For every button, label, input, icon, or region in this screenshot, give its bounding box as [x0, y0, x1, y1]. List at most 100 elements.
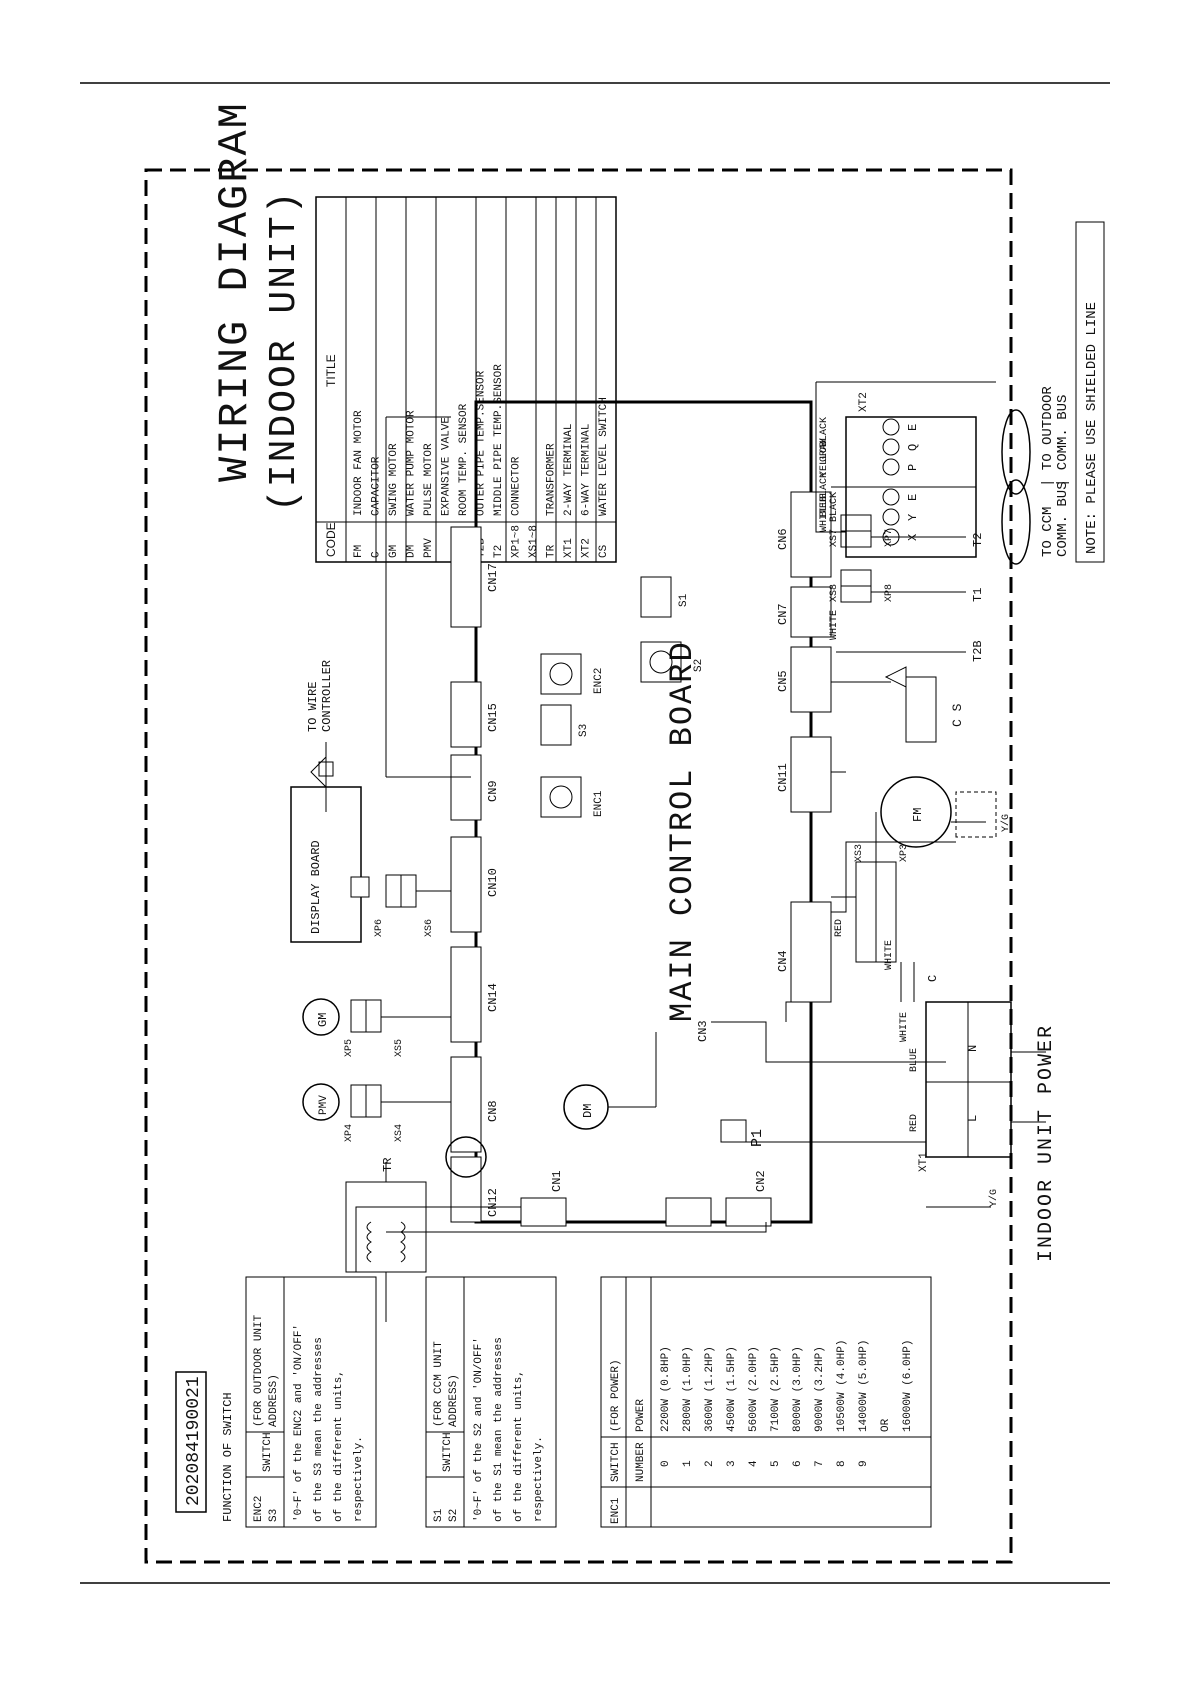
xt2-screw-3 [882, 458, 900, 476]
table2-switch: SWITCH [442, 1432, 454, 1472]
enc1-number-9: 9 [858, 1460, 870, 1467]
table2-desc-3: respectively. [533, 1436, 545, 1522]
table1-desc-2: of the different units, [333, 1370, 345, 1522]
table3-purpose: (FOR POWER) [610, 1359, 622, 1432]
s2-label: S2 [693, 659, 705, 672]
enc1-power-10: OR [880, 1418, 892, 1432]
t2-label: T2 [971, 533, 985, 547]
legend-title-6: ROOM TEMP. SENSOR [458, 403, 470, 516]
enc1-number-7: 7 [814, 1460, 826, 1467]
cn10-label: CN10 [486, 868, 500, 897]
enc1-number-8: 8 [836, 1460, 848, 1467]
fan-motor-group: FM XS3 XP3 RED WHITE Y/G [831, 776, 1012, 970]
enc1-power-7: 9000W (3.2HP) [814, 1346, 826, 1432]
enc1-power-8: 10500W (4.0HP) [836, 1340, 848, 1432]
fm-label: FM [911, 808, 925, 822]
table1-purpose-2: ADDRESS) [268, 1374, 280, 1427]
table1-desc-1: of the S3 mean the addresses [313, 1337, 325, 1522]
legend-title-9: CONNECTOR [511, 456, 523, 516]
cn2-label: CN2 [754, 1170, 768, 1192]
to-outdoor-label: | TO OUTDOOR [1040, 386, 1056, 487]
xs4-label: XS4 [394, 1124, 405, 1142]
yg-fm-label: Y/G [1000, 814, 1012, 832]
white-sensor-wire: WHITE [829, 610, 840, 640]
enc1-number-3: 3 [726, 1460, 738, 1467]
water-level-switch: C S [831, 666, 965, 743]
legend-title-7: OUTER PIPE TEMP.SENSOR [476, 370, 488, 516]
legend-title-8: MIDDLE PIPE TEMP.SENSOR [493, 364, 505, 516]
black-bus-wire: BLACK [819, 472, 830, 502]
diagram-subtitle: (INDOOR UNIT) [263, 190, 306, 512]
rotated-drawing: WIRING DIAGRAM (INDOOR UNIT) CODE TITLE … [175, 101, 1105, 1528]
xp3-label: XP3 [899, 844, 910, 862]
legend-code-1: C [371, 551, 383, 558]
xs6-label: XS6 [424, 919, 435, 937]
xs3-label: XS3 [854, 844, 865, 862]
xt2-terminal-2: E [906, 494, 920, 501]
table2-desc-0: '0~F' of the S2 and 'ON/OFF' [473, 1337, 485, 1522]
main-control-board [474, 400, 813, 1224]
table2-purpose-2: ADDRESS) [448, 1374, 460, 1427]
cs-label: C S [950, 703, 965, 727]
yg-power-label: Y/G [988, 1189, 1000, 1207]
blue-power-wire: BLUE [909, 1048, 920, 1072]
table1-purpose-1: (FOR OUTDOOR UNIT [253, 1314, 265, 1427]
display-board-label: DISPLAY BOARD [309, 840, 323, 934]
diagram-title: WIRING DIAGRAM [211, 101, 259, 482]
enc1-power-4: 5600W (2.0HP) [748, 1346, 760, 1432]
t2b-label: T2B [971, 640, 985, 662]
drawing-number-box [175, 1371, 207, 1513]
cn12-label: CN12 [486, 1188, 500, 1217]
enc1-label: ENC1 [593, 790, 605, 817]
table3-col-number: NUMBER [635, 1442, 647, 1482]
gray-bus-wire: GRAY [819, 438, 830, 462]
enc1-number-5: 5 [770, 1460, 782, 1467]
enc1-power-1: 2800W (1.0HP) [682, 1346, 694, 1432]
blue-bus-wire: BLUE [819, 493, 830, 517]
legend-code-9: XP1~8 [511, 525, 523, 558]
legend-title-1: CAPACITOR [371, 456, 383, 516]
xt2-screw-0 [882, 528, 900, 546]
cn4-label: CN4 [776, 950, 790, 972]
table2-id-2: S2 [448, 1509, 460, 1522]
xt2-terminal-4: Q [906, 444, 920, 451]
legend-title-5: EXPANSIVE VALVE [441, 417, 453, 516]
capacitor-label: C [926, 975, 940, 982]
red-fm-wire: RED [834, 919, 845, 937]
table1-desc-3: respectively. [353, 1436, 365, 1522]
xt1-n-label: N [966, 1045, 980, 1052]
cn14-label: CN14 [486, 983, 500, 1012]
enc1-number-0: 0 [660, 1460, 672, 1467]
note-box [1075, 221, 1105, 563]
enc1-power-0: 2200W (0.8HP) [660, 1346, 672, 1432]
temperature-sensors: XP8 XP7 XS8 XS7 WHITE BLACK T1 T2 T2B [829, 492, 985, 662]
table1-id-1: ENC2 [253, 1496, 265, 1522]
table1-id-2: S3 [268, 1509, 280, 1522]
xp8-label: XP8 [884, 584, 895, 602]
to-ccm-label: TO CCM [1040, 507, 1056, 557]
legend-code-4: PMV [423, 538, 435, 558]
legend-code-2: GM [388, 545, 400, 558]
cn11-label: CN11 [776, 763, 790, 792]
legend-code-13: XT2 [581, 538, 593, 558]
cn7-label: CN7 [776, 603, 790, 625]
xp6-label: XP6 [374, 919, 385, 937]
board-switches: ENC1 S3 ENC2 S2 S1 [540, 576, 705, 818]
legend-code-8: T2 [493, 545, 505, 558]
cn5-label: CN5 [776, 670, 790, 692]
legend-code-3: DM [406, 545, 418, 558]
legend-title-2: SWING MOTOR [388, 443, 400, 516]
xt1-terminal: L N XT1 RED BLUE INDOOR UNIT POWER Y/G [909, 1001, 1058, 1262]
p1-label: P1 [749, 1129, 766, 1147]
table1-desc-0: '0~F' of the ENC2 and 'ON/OFF' [293, 1324, 305, 1522]
main-control-board-label: MAIN CONTROL BOARD [664, 640, 701, 1022]
legend-title-0: INDOOR FAN MOTOR [353, 410, 365, 516]
xp5-label: XP5 [344, 1039, 355, 1057]
switch-function-heading: FUNCTION OF SWITCH [221, 1392, 235, 1522]
black-sensor-wire: BLACK [829, 492, 840, 522]
legend-code-10: XS1~8 [528, 525, 540, 558]
board-connectors-top: CN12 CN8 CN14 CN10 CN9 CN15 CN17 [450, 526, 500, 1223]
xt2-screw-5 [882, 418, 900, 436]
table3-switch: SWITCH [610, 1442, 622, 1482]
xt2-terminal-1: Y [906, 514, 920, 521]
